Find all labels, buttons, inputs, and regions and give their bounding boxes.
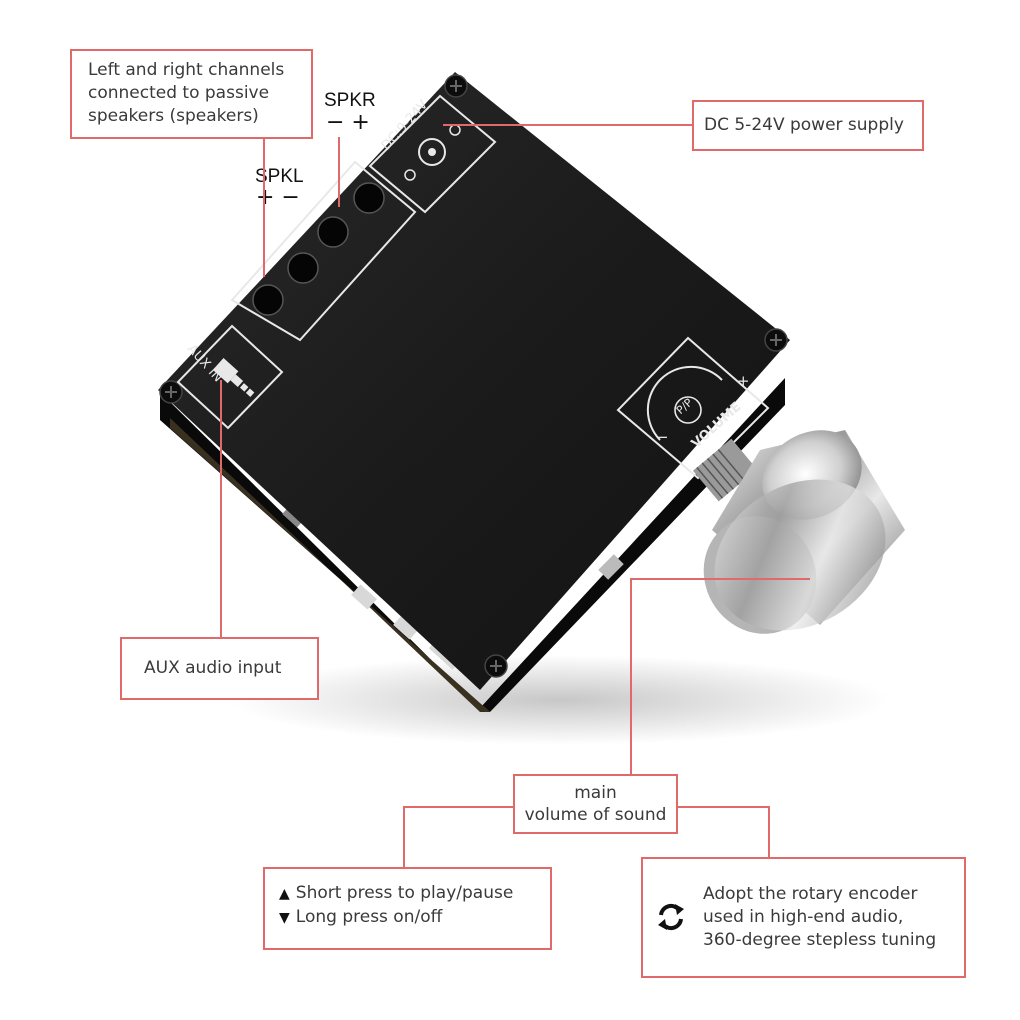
- aux-jack-icon: [212, 357, 255, 397]
- dc-jack-icon: [418, 138, 446, 166]
- triangle-down-icon: ▼: [279, 910, 290, 926]
- connector-line: [768, 806, 770, 858]
- spkr-label: SPKR: [324, 90, 376, 111]
- spkr-polarity: − +: [326, 110, 370, 135]
- press-short-text: Short press to play/pause: [295, 883, 514, 903]
- volume-plus: +: [737, 372, 750, 390]
- spkl-label: SPKL: [255, 166, 304, 187]
- knob-shaft: [692, 438, 758, 502]
- connector-line: [338, 137, 340, 207]
- callout-power: DC 5-24V power supply: [692, 100, 924, 151]
- callout-volume: main volume of sound: [513, 774, 678, 834]
- volume-frame: [616, 336, 770, 480]
- board-shadow: [230, 655, 890, 745]
- callout-speakers-line: Left and right channels: [88, 60, 285, 80]
- callout-encoder-line: 360-degree stepless tuning: [703, 930, 937, 950]
- callout-speakers-line: speakers (speakers): [88, 106, 259, 126]
- rotate-arrows-icon: [653, 899, 689, 935]
- callout-encoder-line: used in high-end audio,: [703, 907, 904, 927]
- callout-volume-line: main: [574, 783, 617, 803]
- speaker-terminal-frame: [230, 160, 417, 342]
- press-short-row: ▲ Short press to play/pause: [279, 882, 536, 906]
- connector-line: [676, 806, 770, 808]
- press-long-text: Long press on/off: [295, 907, 443, 927]
- volume-minus: −: [656, 428, 669, 446]
- connector-line: [403, 806, 515, 808]
- callout-aux: AUX audio input: [120, 637, 319, 700]
- volume-knob: [703, 430, 905, 634]
- connector-line: [443, 124, 693, 126]
- connector-line: [263, 137, 265, 277]
- triangle-up-icon: ▲: [279, 886, 290, 902]
- callout-power-text: DC 5-24V power supply: [704, 115, 904, 135]
- speaker-terminal: [252, 182, 385, 316]
- callout-encoder-line: Adopt the rotary encoder: [703, 884, 918, 904]
- connector-line: [403, 806, 405, 868]
- callout-speakers: Left and right channels connected to pas…: [70, 49, 313, 139]
- connector-line: [220, 380, 222, 638]
- callout-encoder: Adopt the rotary encoder used in high-en…: [641, 857, 966, 978]
- connector-line: [630, 578, 632, 774]
- connector-line: [630, 578, 810, 580]
- callout-speakers-line: connected to passive: [88, 83, 270, 103]
- aux-jack-frame: [176, 324, 284, 430]
- callout-aux-text: AUX audio input: [144, 658, 282, 678]
- dc-jack-frame: [368, 94, 497, 214]
- callout-volume-line: volume of sound: [524, 805, 667, 825]
- press-long-row: ▼ Long press on/off: [279, 906, 536, 930]
- board-top: [158, 72, 790, 690]
- callout-press: ▲ Short press to play/pause ▼ Long press o…: [263, 867, 552, 950]
